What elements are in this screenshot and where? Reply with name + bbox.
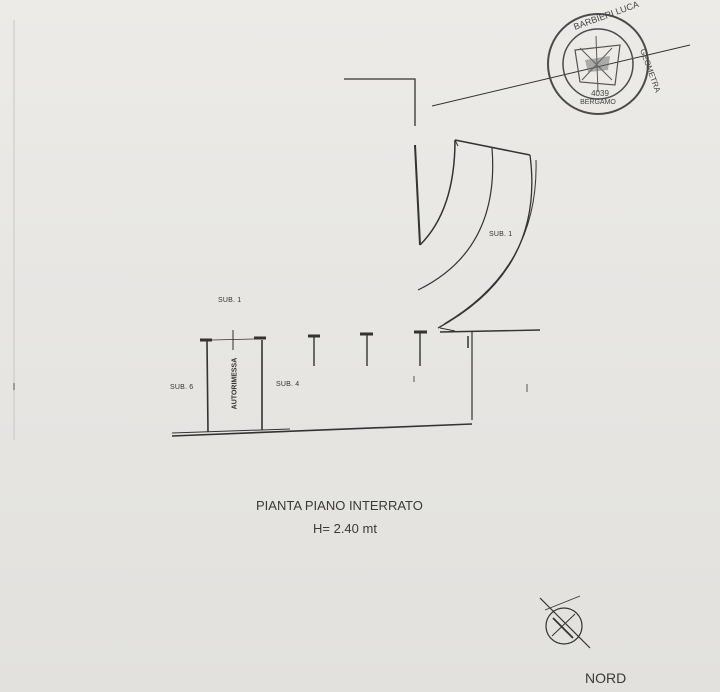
- building-outline-top: [344, 78, 416, 126]
- garage-wall-left: [206, 340, 209, 433]
- height-note: H= 2.40 mt: [313, 521, 377, 536]
- ramp-outer-curve-inner: [443, 159, 537, 325]
- sub6-label: SUB. 6: [170, 384, 194, 391]
- sub1-ramp-label: SUB. 1: [489, 231, 513, 238]
- garage-label: AUTORIMESSA: [231, 357, 239, 410]
- pillar: [308, 334, 320, 366]
- basement-floor-line: [171, 423, 473, 437]
- sub4-label: SUB. 4: [276, 381, 300, 388]
- north-label: NORD: [585, 670, 627, 686]
- sub1-label: SUB. 1: [218, 297, 242, 304]
- stamp-city: BERGAMO: [580, 99, 616, 106]
- pillar: [360, 332, 373, 366]
- ramp-top-edge: [454, 139, 531, 156]
- pillar: [414, 330, 427, 366]
- ramp-middle-curve: [417, 147, 494, 291]
- ramp-inner-curve: [419, 139, 456, 246]
- ramp-wall-left: [414, 144, 421, 246]
- stamp-number: 4039: [591, 89, 609, 98]
- ramp-bottom-edge: [439, 329, 541, 333]
- plan-title: PIANTA PIANO INTERRATO: [256, 498, 423, 513]
